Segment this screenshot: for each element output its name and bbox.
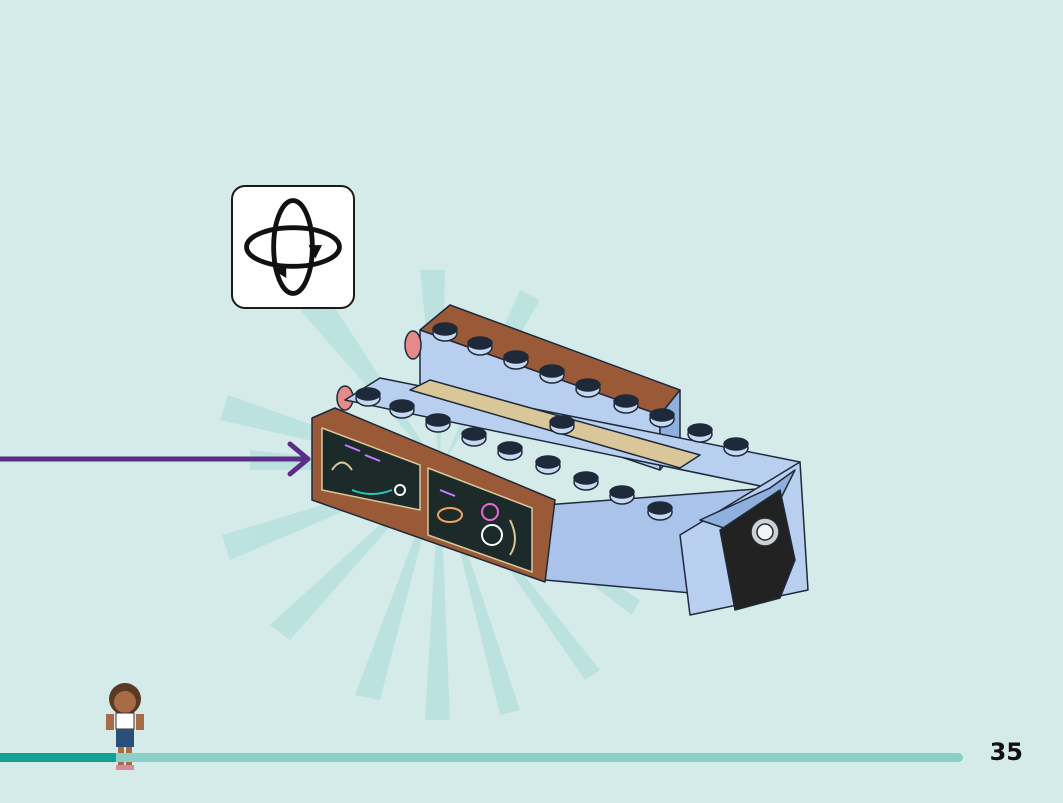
pointer-arrow [0,441,311,477]
rotate-callout [231,185,355,309]
rotate-model-icon [244,198,342,296]
progress-fill [0,753,116,762]
progress-bar [0,753,963,762]
brick-model [311,304,809,616]
page-number: 35 [989,738,1023,766]
minifigure [106,683,144,770]
